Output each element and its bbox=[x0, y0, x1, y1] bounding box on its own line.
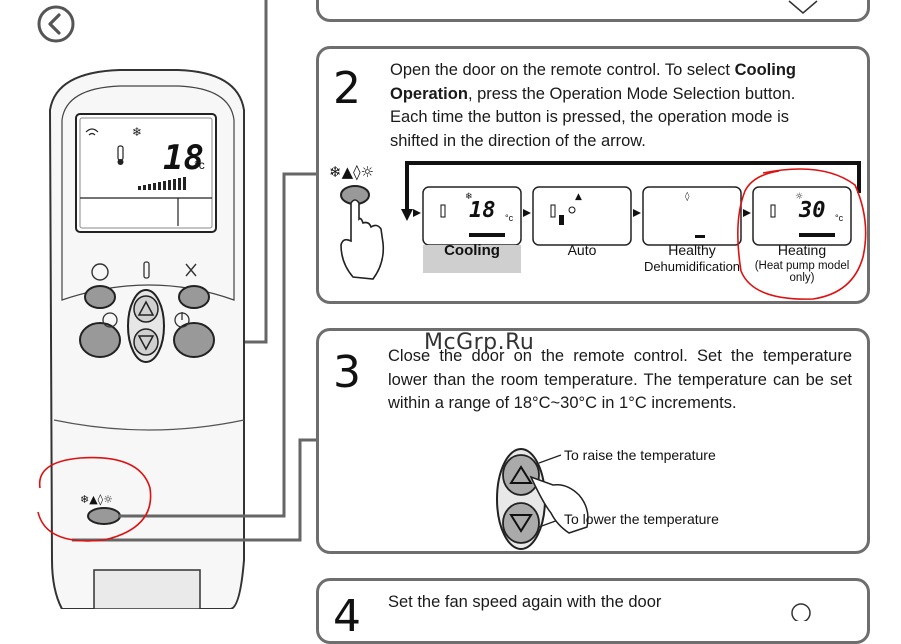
step1-box bbox=[316, 0, 870, 22]
mode-symbols: ❄▲◊☼ bbox=[329, 163, 374, 181]
watermark: McGrp.Ru bbox=[424, 330, 535, 355]
step4-box: 4 Set the fan speed again with the door bbox=[316, 578, 870, 644]
step2-line1a: Open the door on the remote control. To … bbox=[390, 61, 735, 79]
mode-sub-healthy: Dehumidification bbox=[643, 259, 741, 274]
chevron-left-circle-icon bbox=[37, 5, 75, 43]
step2-line2a: Operation bbox=[390, 84, 468, 103]
raise-temp-label: To raise the temperature bbox=[564, 447, 716, 463]
mode-label-auto: Auto bbox=[567, 242, 597, 258]
step4-text: Set the fan speed again with the door bbox=[388, 593, 662, 611]
back-button[interactable] bbox=[36, 4, 76, 44]
svg-text:☼: ☼ bbox=[795, 192, 803, 202]
cooling-display-temp: 18 bbox=[469, 198, 496, 223]
step2-line4: shifted in the direction of the arrow. bbox=[390, 131, 646, 150]
cooling-highlight bbox=[423, 245, 521, 273]
remote-display-unit: °c bbox=[194, 158, 205, 172]
diamond-icon bbox=[788, 0, 818, 14]
hand-press-icon bbox=[340, 185, 385, 280]
step3-number: 3 bbox=[333, 347, 361, 398]
svg-text:❄: ❄ bbox=[465, 192, 473, 202]
mode-cycle-arrow bbox=[401, 161, 861, 221]
cooling-display-unit: °c bbox=[505, 213, 514, 223]
step2-line2b: , press the Operation Mode Selection but… bbox=[467, 84, 796, 103]
step2-line3: Each time the button is pressed, the ope… bbox=[390, 108, 789, 126]
mode-panels: ❄ ▲ ◊ ☼ 18 30 °c °c bbox=[413, 186, 852, 246]
step2-box: 2 Open the door on the remote control. T… bbox=[316, 46, 870, 304]
mode-label-cooling: Cooling bbox=[444, 242, 500, 259]
step3-box: 3 Close the door on the remote control. … bbox=[316, 328, 870, 554]
svg-text:❄▲◊☼: ❄▲◊☼ bbox=[80, 493, 113, 506]
mode-label-heating: Heating bbox=[777, 242, 827, 258]
remote-display-temp: 18 bbox=[163, 138, 204, 178]
temperature-buttons bbox=[496, 448, 589, 550]
step4-number: 4 bbox=[333, 591, 361, 642]
heating-display-unit: °c bbox=[835, 213, 844, 223]
mode-sub-heating: (Heat pump model only) bbox=[754, 260, 850, 284]
step2-text: Open the door on the remote control. To … bbox=[390, 59, 850, 153]
svg-text:▲: ▲ bbox=[575, 192, 582, 202]
lower-temp-label: To lower the temperature bbox=[564, 511, 719, 527]
svg-text:❄: ❄ bbox=[132, 125, 142, 139]
step3-text: Close the door on the remote control. Se… bbox=[388, 347, 852, 412]
heating-display-temp: 30 bbox=[798, 198, 826, 223]
fan-icon bbox=[791, 603, 811, 621]
mode-label-healthy: Healthy bbox=[668, 242, 716, 258]
step2-number: 2 bbox=[333, 63, 361, 114]
red-annotation-circle bbox=[737, 168, 867, 300]
svg-text:◊: ◊ bbox=[685, 191, 690, 202]
remote-control-illustration: ❄ ❄▲◊☼ bbox=[37, 0, 318, 609]
step2-line1b: Cooling bbox=[734, 61, 796, 79]
